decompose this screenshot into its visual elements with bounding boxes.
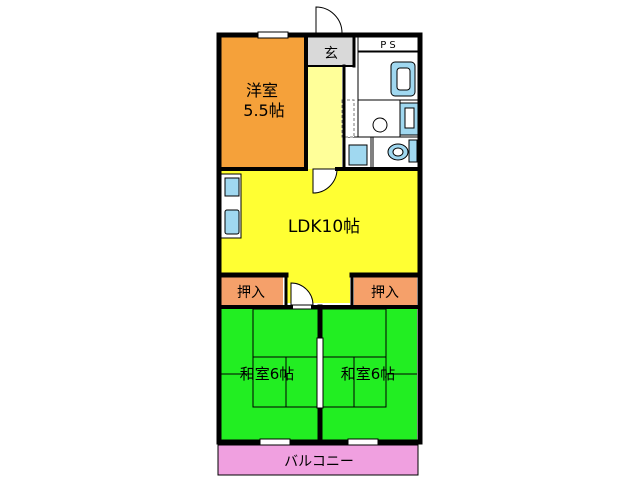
ldk-label: LDK10帖 [288, 217, 360, 237]
balcony-frame [217, 444, 419, 476]
closet-left-label: 押入 [237, 285, 265, 301]
ps-label: P S [380, 40, 396, 51]
balcony-label: バルコニー [284, 454, 354, 470]
bathroom-fixtures [341, 51, 419, 170]
closet-right [354, 277, 417, 305]
closet-left [221, 277, 283, 305]
western-room-size: 5.5帖 [243, 101, 284, 120]
closet-right-label: 押入 [371, 285, 399, 301]
balcony [218, 445, 418, 475]
japanese-room-right-label: 和室6帖 [341, 365, 396, 383]
western-room-name: 洋室 [246, 81, 278, 100]
kitchen-fixtures [220, 173, 242, 239]
japanese-room-left-label: 和室6帖 [240, 365, 295, 383]
doors [290, 6, 343, 306]
hallway [308, 66, 342, 169]
western-room [221, 37, 304, 169]
entrance-label: 玄 [324, 45, 338, 62]
walls [216, 32, 423, 445]
entrance [308, 37, 354, 66]
